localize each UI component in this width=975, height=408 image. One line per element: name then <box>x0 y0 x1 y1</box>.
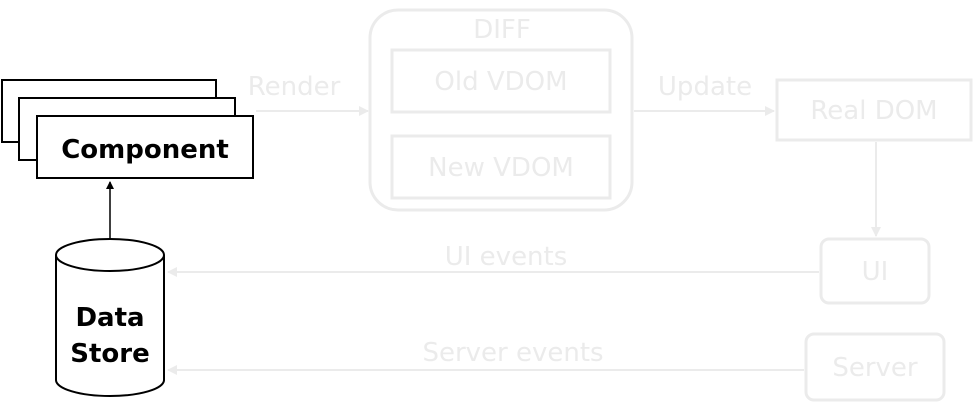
update-edge: Update <box>634 72 775 116</box>
new-vdom-label: New VDOM <box>428 153 574 183</box>
ui-events-label: UI events <box>445 242 568 272</box>
server-box <box>804 332 946 402</box>
server-events-label: Server events <box>422 338 603 368</box>
server-node: Server <box>804 332 946 402</box>
data-store-top <box>55 238 165 272</box>
component-card-front <box>36 115 254 179</box>
data-store-label-line1: Data <box>75 303 144 333</box>
ui-label: UI <box>862 257 889 287</box>
render-edge: Render <box>248 72 369 116</box>
new-vdom-box <box>390 134 612 200</box>
component-label: Component <box>61 135 229 165</box>
ui-node: UI <box>819 237 931 305</box>
data-store: Data Store <box>55 238 165 397</box>
update-label: Update <box>658 72 752 102</box>
old-vdom-label: Old VDOM <box>434 67 567 97</box>
diff-box <box>368 8 634 212</box>
render-label: Render <box>248 72 341 102</box>
diff-title: DIFF <box>473 15 531 45</box>
component-stack: Component <box>1 79 254 179</box>
real-dom-box <box>775 78 973 142</box>
old-vdom-box <box>390 48 612 114</box>
server-events-edge: Server events <box>167 338 804 375</box>
data-store-label-line2: Store <box>70 339 149 369</box>
diff-container: DIFF Old VDOM New VDOM <box>368 8 634 212</box>
real-dom-node: Real DOM <box>775 78 973 142</box>
server-label: Server <box>832 353 918 383</box>
ui-events-edge: UI events <box>167 242 819 277</box>
data-store-body <box>55 255 165 397</box>
real-dom-label: Real DOM <box>810 96 937 126</box>
ui-box <box>819 237 931 305</box>
